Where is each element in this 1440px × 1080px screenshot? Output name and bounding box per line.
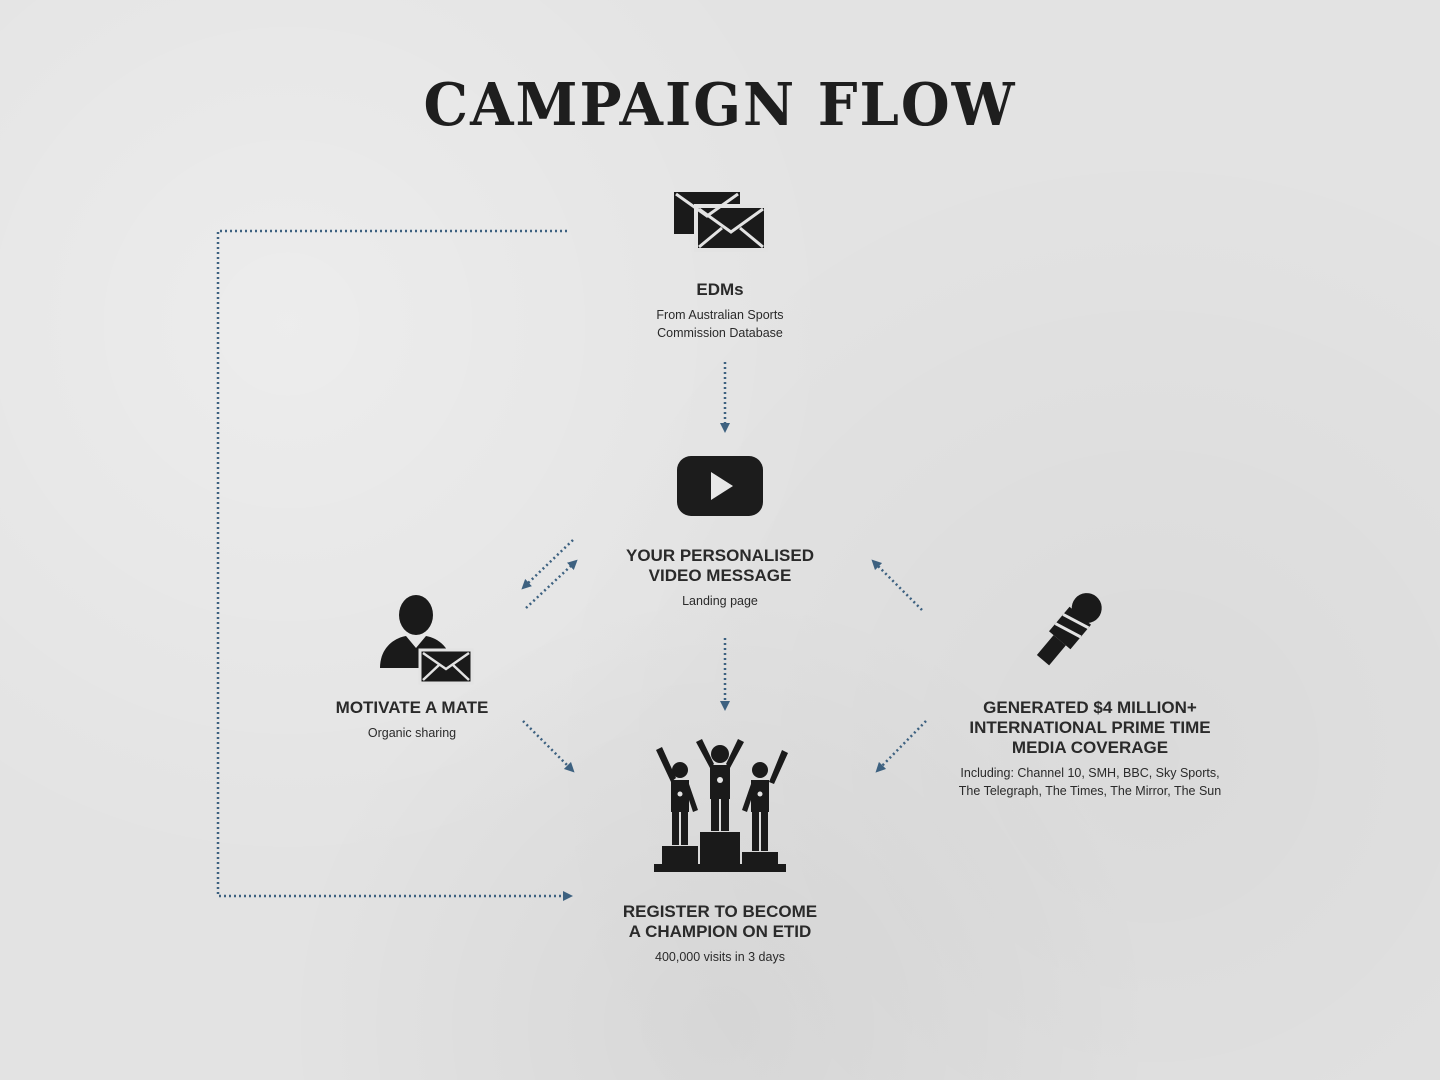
video-heading: YOUR PERSONALISED VIDEO MESSAGE (560, 546, 880, 586)
play-button-icon (677, 456, 763, 516)
connector-media-to-register (875, 720, 927, 773)
edms-description-line2: Commission Database (657, 326, 783, 340)
mate-heading: MOTIVATE A MATE (335, 698, 489, 717)
node-video-message: YOUR PERSONALISED VIDEO MESSAGE Landing … (560, 546, 880, 610)
register-description: 400,000 visits in 3 days (655, 950, 785, 964)
media-heading: GENERATED $4 MILLION+ INTERNATIONAL PRIM… (930, 698, 1250, 758)
register-heading-line2: A CHAMPION ON ETID (628, 922, 812, 941)
node-edms: EDMs From Australian Sports Commission D… (560, 280, 880, 342)
media-description: Including: Channel 10, SMH, BBC, Sky Spo… (930, 764, 1250, 800)
diagram-title: CAMPAIGN FLOW (423, 70, 1017, 140)
connector-edms-to-register-loop (216, 229, 573, 901)
media-description-line2: The Telegraph, The Times, The Mirror, Th… (958, 784, 1222, 798)
microphone-icon (1036, 593, 1102, 666)
person-with-envelope-icon (380, 595, 474, 685)
media-heading-line2: INTERNATIONAL PRIME TIME (969, 718, 1211, 737)
connector-mate-to-register (522, 720, 575, 773)
video-heading-line2: VIDEO MESSAGE (648, 566, 792, 585)
media-heading-line3: MEDIA COVERAGE (1011, 738, 1169, 757)
video-description: Landing page (682, 594, 758, 608)
video-heading-line1: YOUR PERSONALISED (626, 546, 814, 565)
node-motivate-a-mate: MOTIVATE A MATE Organic sharing (292, 698, 532, 742)
node-register-champion: REGISTER TO BECOME A CHAMPION ON ETID 40… (560, 902, 880, 966)
connector-mate-to-video (525, 559, 578, 609)
register-heading-line1: REGISTER TO BECOME (622, 902, 818, 921)
edms-heading: EDMs (696, 280, 744, 299)
media-heading-line1: GENERATED $4 MILLION+ (983, 698, 1197, 717)
connector-media-to-video (871, 559, 923, 611)
edms-description-line1: From Australian Sports (656, 308, 784, 322)
envelopes-icon (674, 192, 768, 252)
media-description-line1: Including: Channel 10, SMH, BBC, Sky Spo… (960, 766, 1220, 780)
node-media-coverage: GENERATED $4 MILLION+ INTERNATIONAL PRIM… (930, 698, 1250, 800)
connector-video-to-mate (521, 539, 574, 590)
mate-description: Organic sharing (367, 726, 457, 740)
edms-description: From Australian Sports Commission Databa… (560, 306, 880, 342)
register-heading: REGISTER TO BECOME A CHAMPION ON ETID (560, 902, 880, 942)
podium-champions-icon (654, 739, 788, 872)
